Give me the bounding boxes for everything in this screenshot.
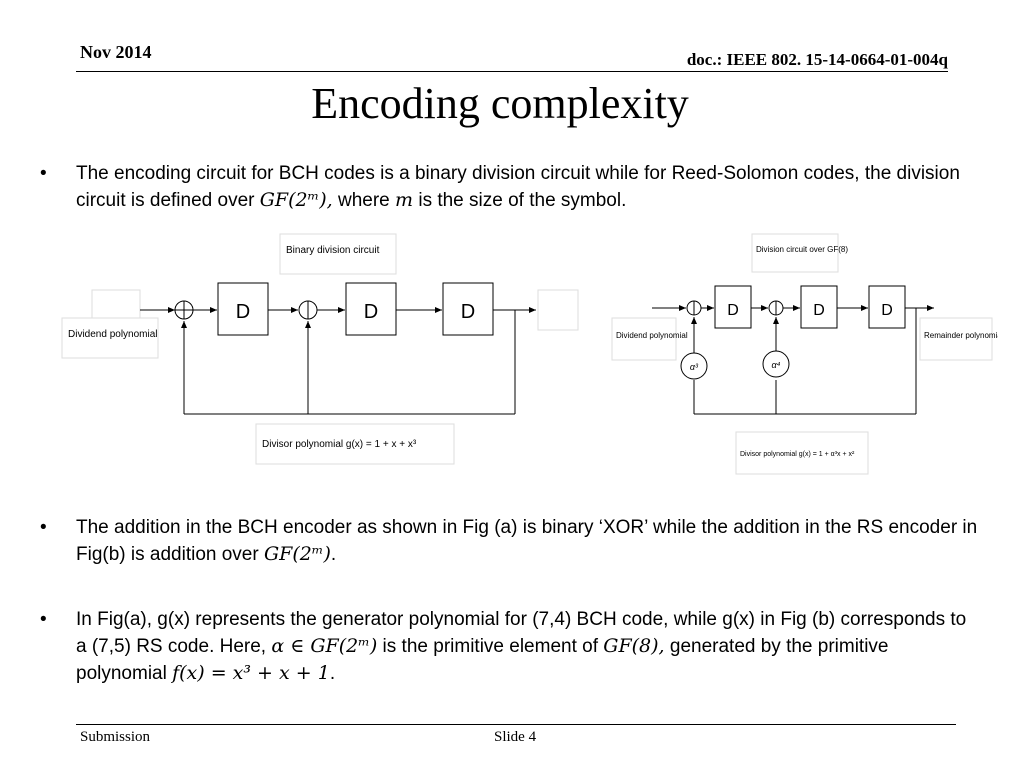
fig-b-register-label: D <box>813 302 825 319</box>
bullet-marker: • <box>40 517 47 538</box>
fig-b-output-label: Remainder polynomial <box>924 331 998 340</box>
text-run: . <box>329 663 336 684</box>
bullet-1: • The encoding circuit for BCH codes is … <box>40 160 980 216</box>
bullet-2: • The addition in the BCH encoder as sho… <box>40 514 980 570</box>
text-run: The encoding circuit for BCH codes is a … <box>76 163 960 211</box>
fig-a-register-label: D <box>461 301 475 323</box>
fig-a-caption-box <box>279 233 397 275</box>
fig-b-input-box <box>611 317 677 361</box>
fig-a-divisor-label: Divisor polynomial g(x) = 1 + x + x³ <box>262 439 417 450</box>
fig-b-input-label: Dividend polynomial <box>616 331 688 340</box>
fig-b-caption: Division circuit over GF(8) <box>756 245 848 254</box>
text-run: . <box>330 544 337 565</box>
fig-b-caption-box <box>751 233 839 273</box>
fig-a-divisor-box <box>255 423 455 465</box>
footer-slide-number: Slide 4 <box>494 729 537 745</box>
text-run: is the primitive element of <box>377 636 604 657</box>
fig-b-divisor-label: Divisor polynomial g(x) = 1 + α³x + x² <box>740 451 855 458</box>
fig-b-register-2 <box>800 285 838 329</box>
figure-b-rs-encoder: Division circuit over GF(8) Dividend pol… <box>611 233 998 475</box>
fig-a-input-box <box>61 317 159 359</box>
bullet-2-text: The addition in the BCH encoder as shown… <box>76 514 980 568</box>
header-doc-id: doc.: IEEE 802. 15-14-0664-01-004q <box>686 50 948 69</box>
fig-b-register-1 <box>714 285 752 329</box>
bullet-1-text: The encoding circuit for BCH codes is a … <box>76 160 980 214</box>
math-run: f(x) = x³ + x + 1 <box>172 662 330 684</box>
bullet-marker: • <box>40 609 47 630</box>
figure-a-bch-encoder: Binary division circuit Dividend polynom… <box>61 233 579 465</box>
math-run: GF(8), <box>603 635 665 657</box>
text-run: The addition in the BCH encoder as shown… <box>76 517 978 565</box>
text-run: where <box>332 190 396 211</box>
math-run: GF(2ᵐ), <box>259 189 333 211</box>
fig-a-register-label: D <box>236 301 250 323</box>
math-run: α ∈ GF(2ᵐ) <box>271 635 378 657</box>
bullet-3: • In Fig(a), g(x) represents the generat… <box>40 606 980 690</box>
fig-b-multiplier-label: α³ <box>690 362 699 372</box>
fig-b-output-box <box>919 317 993 361</box>
fig-b-multiplier-label: α⁴ <box>771 360 780 370</box>
header-date: Nov 2014 <box>80 42 152 62</box>
fig-a-caption: Binary division circuit <box>286 245 380 256</box>
fig-a-output-box <box>537 289 579 331</box>
text-run: generated by the primitive polynomial <box>76 636 889 684</box>
text-run: is the size of the symbol. <box>413 190 627 211</box>
fig-b-register-label: D <box>727 302 739 319</box>
slide-title: Encoding complexity <box>311 79 689 128</box>
header-rule <box>76 71 948 72</box>
fig-a-register-3 <box>442 282 494 336</box>
fig-b-divisor-box <box>735 431 869 475</box>
fig-a-register-1 <box>217 282 269 336</box>
fig-b-register-3 <box>868 285 906 329</box>
fig-a-register-label: D <box>364 301 378 323</box>
fig-b-register-label: D <box>881 302 893 319</box>
footer-submission: Submission <box>80 729 151 745</box>
bullet-3-text: In Fig(a), g(x) represents the generator… <box>76 606 980 687</box>
text-run: In Fig(a), g(x) represents the generator… <box>76 609 967 657</box>
footer-rule <box>76 724 956 725</box>
fig-a-register-2 <box>345 282 397 336</box>
math-run: m <box>395 189 414 211</box>
fig-a-input-label: Dividend polynomial <box>68 329 158 340</box>
bullet-marker: • <box>40 163 47 184</box>
math-run: GF(2ᵐ) <box>263 543 331 565</box>
